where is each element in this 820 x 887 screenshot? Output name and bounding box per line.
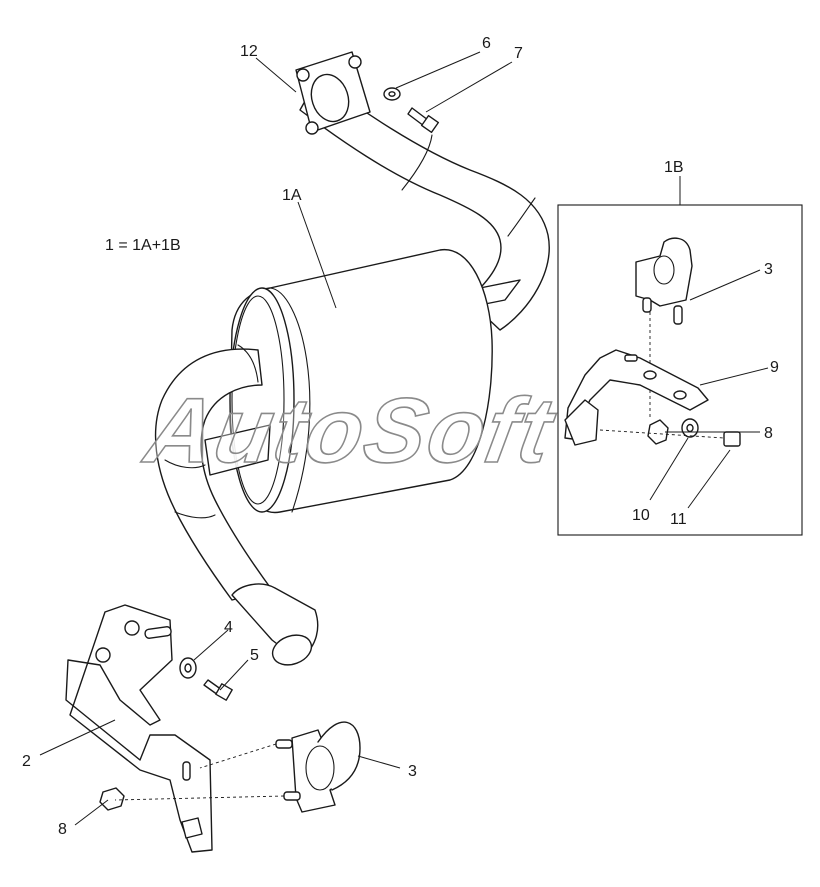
callout-6: 6 bbox=[482, 35, 491, 52]
callout-3: 3 bbox=[408, 763, 417, 780]
washer-6 bbox=[383, 87, 401, 101]
callout-10: 10 bbox=[632, 507, 650, 524]
watermark-text: AutoSoft bbox=[137, 379, 564, 482]
callout-2: 2 bbox=[22, 753, 31, 770]
exhaust-flange bbox=[295, 51, 371, 135]
callout-8-inset: 8 bbox=[764, 425, 773, 442]
washer-4 bbox=[179, 657, 197, 679]
callout-1b: 1B bbox=[664, 159, 684, 176]
inlet-pipe bbox=[154, 344, 319, 666]
callout-9: 9 bbox=[770, 359, 779, 376]
leader-lines bbox=[39, 51, 769, 826]
muffler bbox=[229, 249, 493, 514]
inset-1b bbox=[557, 204, 803, 536]
callout-11: 11 bbox=[670, 511, 687, 528]
callout-5: 5 bbox=[250, 647, 259, 664]
pipe-clamp bbox=[114, 721, 361, 813]
callout-12: 12 bbox=[240, 43, 258, 60]
nut-8 bbox=[99, 787, 125, 811]
callout-3-inset: 3 bbox=[764, 261, 773, 278]
bolt-7 bbox=[407, 107, 440, 134]
callout-8: 8 bbox=[58, 821, 67, 838]
callout-1a: 1A bbox=[282, 187, 302, 204]
front-bracket bbox=[65, 604, 213, 853]
bolt-5 bbox=[203, 679, 233, 701]
assembly-formula: 1 = 1A+1B bbox=[105, 237, 181, 254]
callout-7: 7 bbox=[514, 45, 523, 62]
callout-4: 4 bbox=[224, 619, 233, 636]
